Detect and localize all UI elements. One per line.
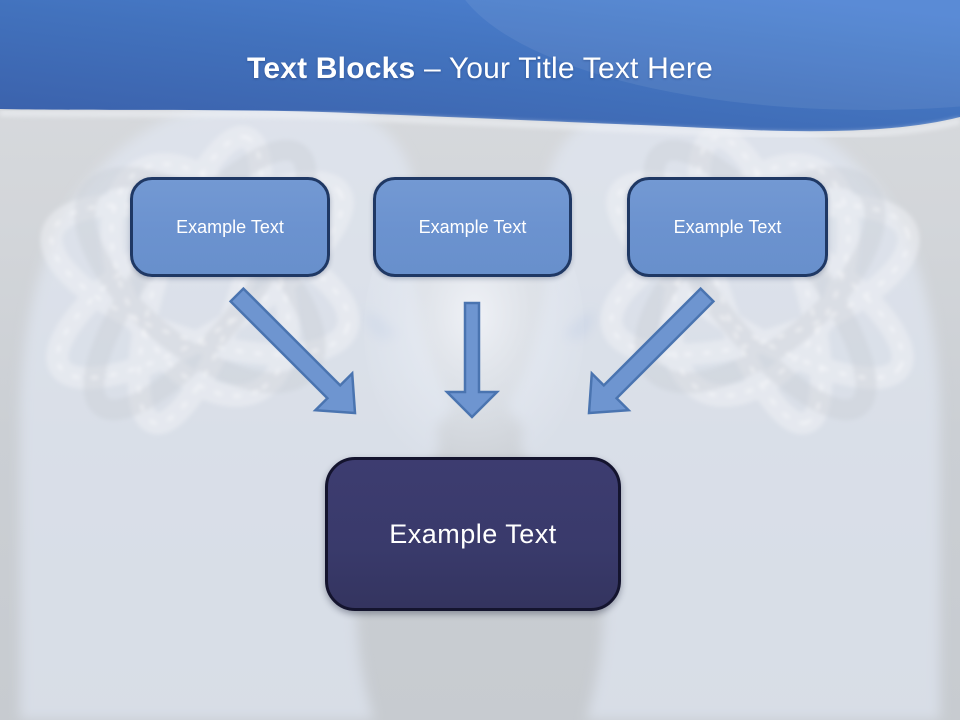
result-block: Example Text bbox=[325, 457, 621, 611]
result-block-label: Example Text bbox=[389, 518, 557, 549]
title-subtitle: – Your Title Text Here bbox=[423, 52, 713, 85]
header-wave-highlight bbox=[0, 109, 960, 139]
header-wave-shape bbox=[0, 0, 960, 132]
slide-title: Text Blocks – Your Title Text Here bbox=[0, 52, 960, 85]
arrow-down-icon bbox=[443, 301, 501, 419]
header-band bbox=[0, 0, 960, 139]
text-block-1: Example Text bbox=[130, 177, 330, 277]
arrow-down-left-icon bbox=[587, 286, 716, 415]
arrow-down-right-icon bbox=[228, 286, 357, 415]
text-block-2-label: Example Text bbox=[418, 216, 527, 237]
text-block-2: Example Text bbox=[373, 177, 572, 277]
text-block-3-label: Example Text bbox=[673, 216, 782, 237]
text-block-3: Example Text bbox=[627, 177, 828, 277]
text-block-1-label: Example Text bbox=[176, 216, 284, 237]
title-topic: Text Blocks bbox=[247, 52, 424, 85]
